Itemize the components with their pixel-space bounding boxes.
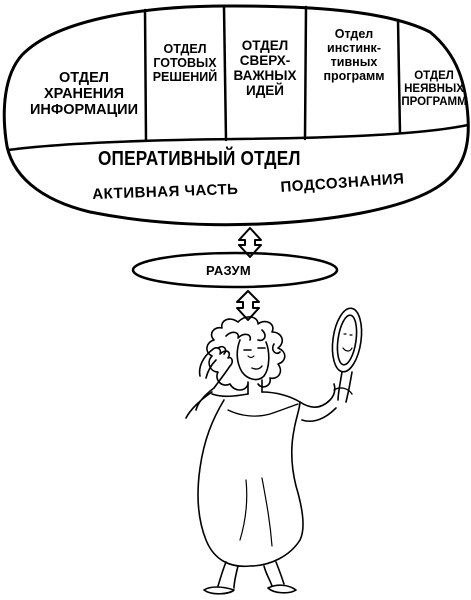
woman-eyes (243, 347, 266, 351)
subconscious-ellipse (2, 4, 470, 227)
separator-4 (396, 18, 402, 135)
super-ideas-label: ОТДЕЛ СВЕРХ- ВАЖНЫХ ИДЕЙ (233, 38, 297, 99)
woman-right-arm (299, 383, 337, 423)
double-arrow-upper (238, 227, 262, 258)
double-arrow-lower (236, 290, 260, 321)
woman-raised-hand (198, 347, 233, 389)
separator-2 (222, 5, 228, 142)
woman-shoes (203, 584, 297, 595)
woman-legs (217, 561, 285, 589)
separator-1 (143, 8, 148, 142)
storage-department-label: ОТДЕЛ ХРАНЕНИЯ ИНФОРМАЦИИ (29, 70, 138, 119)
woman-hair (206, 316, 286, 391)
operative-department-label: ОПЕРАТИВНЫЙ ОТДЕЛ (98, 148, 301, 170)
woman-dress (197, 399, 304, 568)
woman-face (236, 339, 270, 381)
operative-divider (6, 123, 470, 152)
instinctive-programs-label: Отдел инстинк- тивных программ (323, 27, 385, 83)
reason-ellipse (131, 251, 339, 289)
woman-illustration (185, 307, 363, 595)
mirror-handle (337, 371, 353, 403)
implicit-programs-label: ОТДЕЛ НЕЯВНЫХ ПРОГРАММ (401, 70, 467, 108)
separator-3 (303, 5, 308, 141)
ready-solutions-label: ОТДЕЛ ГОТОВЫХ РЕШЕНИЙ (152, 42, 218, 84)
reason-label: РАЗУМ (206, 263, 251, 278)
